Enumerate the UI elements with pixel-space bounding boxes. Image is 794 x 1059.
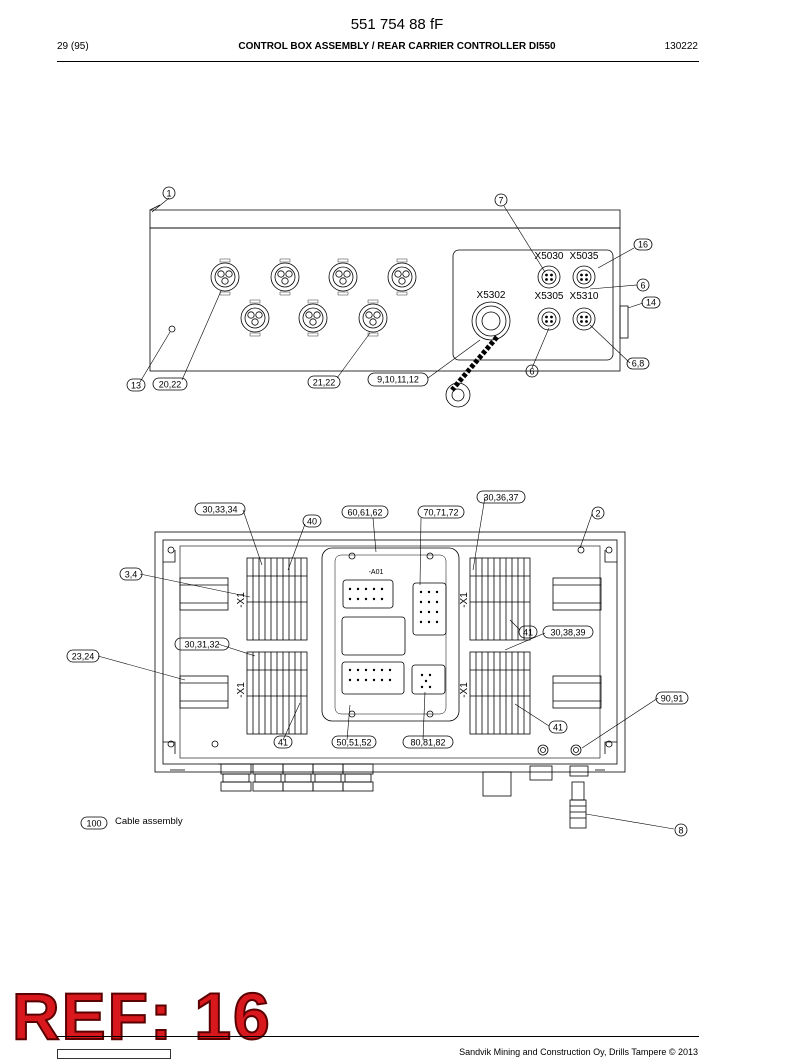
callout-labels: 1 7 16 6 14 6,8 6 9,10,11,12 21,22 20,22… — [72, 189, 684, 836]
callout-9-10-11-12: 9,10,11,12 — [377, 375, 419, 385]
callout-14: 14 — [646, 298, 656, 308]
callout-8: 8 — [678, 826, 683, 836]
page-number: 29 (95) — [57, 41, 89, 52]
callout-20-22: 20,22 — [159, 380, 182, 390]
callout-16: 16 — [638, 240, 648, 250]
footer-rule — [57, 1036, 699, 1037]
label-x5035: X5035 — [570, 251, 599, 262]
top-view-leaders — [139, 197, 644, 383]
label-x5030: X5030 — [535, 251, 564, 262]
document-number: 551 754 88 fF — [350, 16, 444, 33]
callout-7: 7 — [498, 196, 503, 206]
callout-21-22: 21,22 — [313, 378, 336, 388]
label-x5310: X5310 — [570, 291, 599, 302]
label-x5302: X5302 — [477, 290, 506, 301]
ref-watermark: REF: 16 — [11, 979, 272, 1053]
callout-50-51-52: 50,51,52 — [336, 738, 371, 748]
label-x1-top-right: -X1 — [459, 592, 470, 608]
footer-copyright: Sandvik Mining and Construction Oy, Dril… — [459, 1047, 698, 1057]
document-date: 130222 — [664, 41, 698, 52]
label-x1-top-left: -X1 — [236, 592, 247, 608]
callout-30-38-39: 30,38,39 — [550, 628, 585, 638]
label-x5305: X5305 — [535, 291, 564, 302]
control-box-top-view — [149, 204, 629, 408]
callout-6-top: 6 — [640, 281, 645, 291]
callout-60-61-62: 60,61,62 — [347, 508, 382, 518]
callout-90-91: 90,91 — [661, 694, 684, 704]
callout-41-right: 41 — [553, 723, 563, 733]
callout-2: 2 — [595, 509, 600, 519]
label-x1-bottom-left: -X1 — [236, 682, 247, 698]
callout-23-24: 23,24 — [72, 652, 95, 662]
label-x1-bottom-right: -X1 — [459, 682, 470, 698]
callout-30-36-37: 30,36,37 — [483, 493, 518, 503]
callout-70-71-72: 70,71,72 — [423, 508, 458, 518]
legend-cable-assembly: Cable assembly — [115, 816, 183, 827]
callout-3-4: 3,4 — [125, 570, 138, 580]
callout-6-bottom: 6 — [529, 367, 534, 377]
callout-40: 40 — [307, 517, 317, 527]
callout-6-8: 6,8 — [632, 359, 645, 369]
callout-bubbles — [66, 186, 689, 837]
header-rule — [57, 61, 699, 62]
callout-80-81-82: 80,81,82 — [410, 738, 445, 748]
bottom-view-leaders — [97, 496, 675, 830]
label-a01: -A01 — [369, 569, 384, 576]
callout-30-31-32: 30,31,32 — [184, 640, 219, 650]
document-title: CONTROL BOX ASSEMBLY / REAR CARRIER CONT… — [238, 41, 556, 52]
callout-1: 1 — [166, 189, 171, 199]
callout-100: 100 — [86, 819, 101, 829]
connector-labels: X5030 X5035 X5302 X5305 X5310 -A01 -X1 -… — [236, 251, 599, 698]
callout-13: 13 — [131, 381, 141, 391]
callout-30-33-34: 30,33,34 — [202, 505, 237, 515]
callout-41-left: 41 — [278, 738, 288, 748]
control-box-open-view — [154, 531, 626, 829]
sandvik-logo — [57, 1049, 171, 1059]
callout-41-top: 41 — [523, 628, 533, 638]
